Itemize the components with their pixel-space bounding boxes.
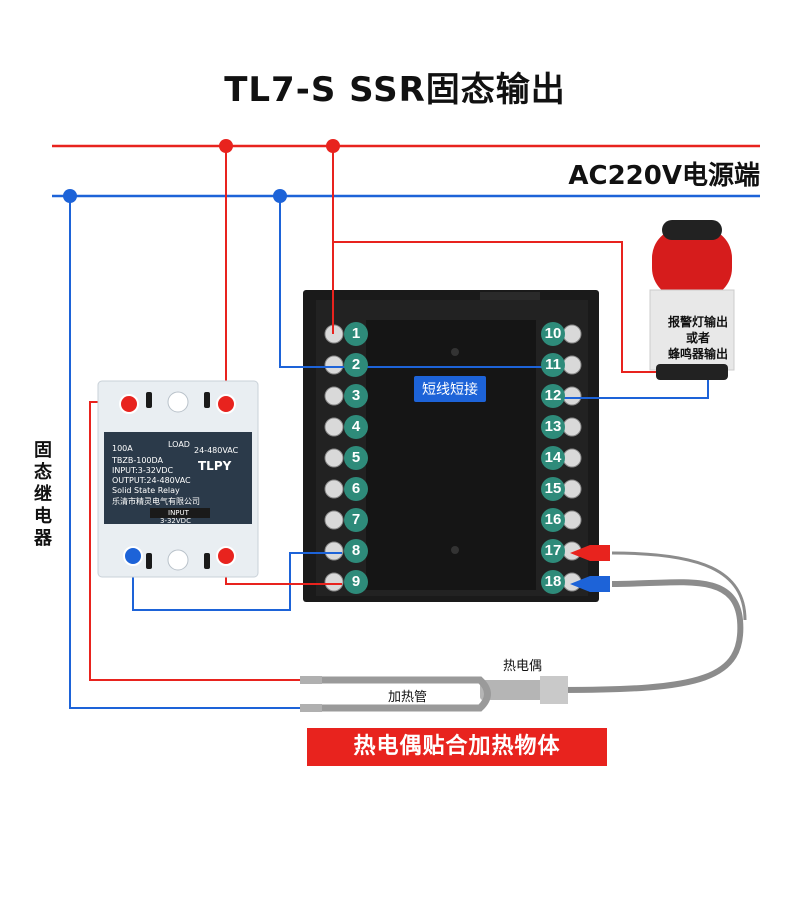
terminal-screw xyxy=(562,448,582,468)
solid-state-relay xyxy=(97,380,259,578)
terminal-screw xyxy=(324,479,344,499)
terminal-screw xyxy=(324,572,344,592)
thermocouple-lead xyxy=(611,551,747,621)
instruction-banner: 热电偶贴合加热物体 xyxy=(307,728,607,766)
terminal-badge-5: 5 xyxy=(344,446,368,470)
ssr-company: 乐清市精灵电气有限公司 xyxy=(112,497,200,506)
thermocouple-cable xyxy=(559,579,744,693)
alarm-label-line2: 或者 xyxy=(685,331,710,345)
short-wire-label: 短线短接 xyxy=(414,376,486,402)
ssr-side-label: 固态继电器 xyxy=(34,440,52,549)
junction-dot xyxy=(63,189,77,203)
terminal-screw xyxy=(324,448,344,468)
power-label: AC220V电源端 xyxy=(568,161,760,191)
terminal-badge-12: 12 xyxy=(541,384,565,408)
terminal-badge-8: 8 xyxy=(344,539,368,563)
alarm-light xyxy=(649,220,735,380)
ssr-input-voltage: 3-32VDC xyxy=(160,517,191,525)
terminal-badge-10: 10 xyxy=(541,322,565,346)
terminal-screw xyxy=(562,324,582,344)
terminal-screw xyxy=(562,386,582,406)
junction-dot xyxy=(326,139,340,153)
terminal-badge-16: 16 xyxy=(541,508,565,532)
terminal-badge-11: 11 xyxy=(541,353,565,377)
junction-dot xyxy=(219,139,233,153)
ssr-input-spec: INPUT:3-32VDC xyxy=(112,466,174,475)
ssr-brand: TLPY xyxy=(198,459,232,473)
terminal-screw xyxy=(562,479,582,499)
terminal-badge-2: 2 xyxy=(344,353,368,377)
terminal-screw xyxy=(324,417,344,437)
terminal-badge-6: 6 xyxy=(344,477,368,501)
terminal-screw xyxy=(324,355,344,375)
ssr-model: TBZB-100DA xyxy=(112,456,163,465)
terminal-screw xyxy=(324,510,344,530)
thermocouple-probe xyxy=(480,676,568,704)
ssr-input-label: INPUT xyxy=(168,509,189,517)
terminal-screw xyxy=(324,541,344,561)
wire-neutral-t2 xyxy=(279,196,342,368)
diagram-title: TL7-S SSR固态输出 xyxy=(224,70,566,110)
alarm-output-label: 报警灯输出 或者 蜂鸣器输出 xyxy=(648,314,748,362)
terminal-badge-3: 3 xyxy=(344,384,368,408)
alarm-label-line1: 报警灯输出 xyxy=(667,315,728,329)
wire-t12-alarm xyxy=(560,376,709,399)
terminal-badge-1: 1 xyxy=(344,322,368,346)
terminal-badge-17: 17 xyxy=(541,539,565,563)
heater-coil xyxy=(300,676,491,712)
terminal-screw xyxy=(562,355,582,375)
junction-dot xyxy=(273,189,287,203)
terminal-badge-15: 15 xyxy=(541,477,565,501)
wire-lugs xyxy=(570,545,610,592)
terminal-badge-7: 7 xyxy=(344,508,368,532)
terminal-screw xyxy=(324,386,344,406)
terminal-screw xyxy=(562,417,582,437)
alarm-label-line3: 蜂鸣器输出 xyxy=(667,347,728,361)
wire-t8-ssr xyxy=(132,552,342,611)
ssr-load-label: LOAD xyxy=(168,440,190,449)
terminal-badge-4: 4 xyxy=(344,415,368,439)
wire-neutral-heater xyxy=(69,196,305,709)
terminal-badge-14: 14 xyxy=(541,446,565,470)
ssr-type: Solid State Relay xyxy=(112,486,180,495)
ssr-rating: 100A xyxy=(112,444,133,453)
ssr-load-voltage: 24-480VAC xyxy=(194,446,239,455)
ssr-output-spec: OUTPUT:24-480VAC xyxy=(112,476,191,485)
thermocouple-label: 热电偶 xyxy=(503,659,543,674)
heater-label: 加热管 xyxy=(388,690,428,705)
terminal-badge-9: 9 xyxy=(344,570,368,594)
terminal-badge-13: 13 xyxy=(541,415,565,439)
terminal-screw xyxy=(562,510,582,530)
wire-live-alarm xyxy=(333,241,660,373)
terminal-badge-18: 18 xyxy=(541,570,565,594)
